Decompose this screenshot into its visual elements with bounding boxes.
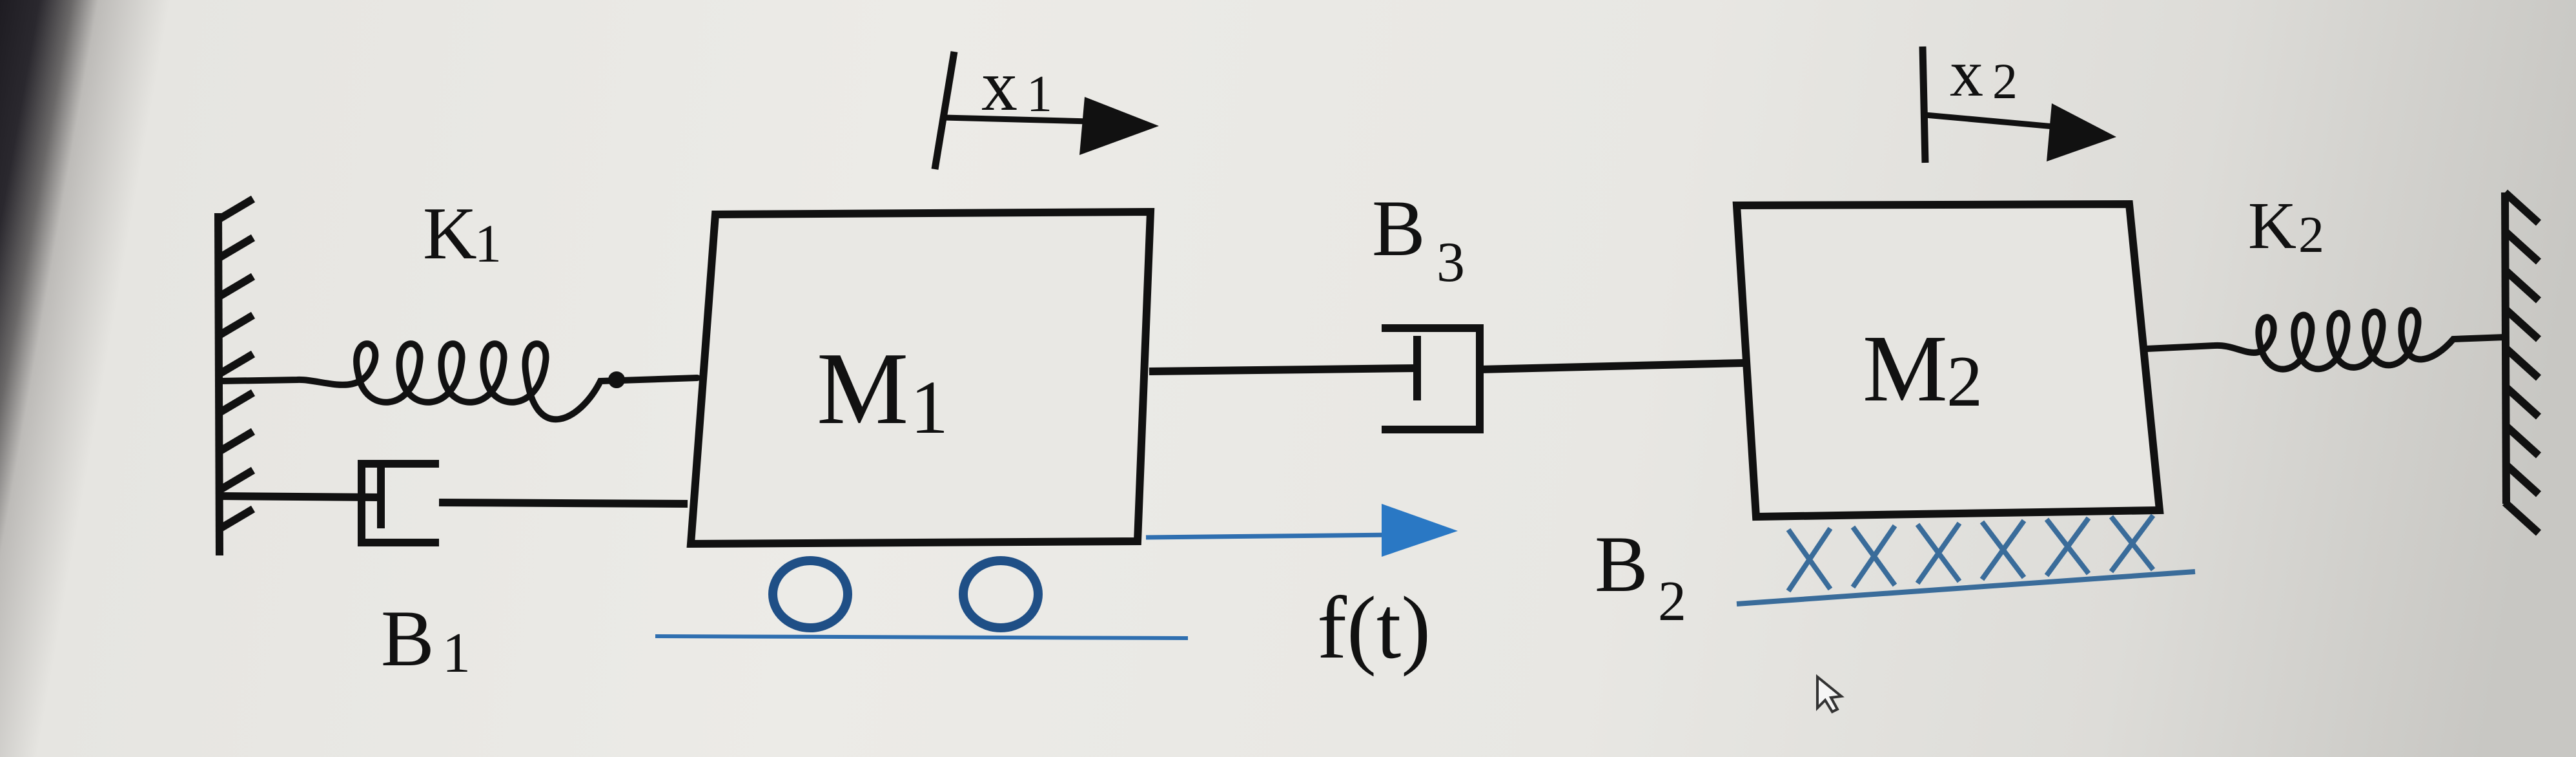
svg-text:1: 1	[475, 214, 502, 274]
svg-text:1: 1	[910, 365, 948, 450]
svg-text:K: K	[2248, 189, 2296, 263]
right-wall	[2501, 189, 2542, 536]
label-x1: x 1	[981, 46, 1052, 126]
label-x2: x 2	[1950, 36, 2018, 110]
damper-b3	[1149, 324, 1744, 433]
label-m1: M 1	[817, 331, 948, 450]
svg-text:B: B	[1372, 184, 1426, 273]
x2-arrow	[1919, 46, 2116, 163]
label-m2: M 2	[1863, 316, 1983, 422]
svg-text:1: 1	[1027, 66, 1052, 123]
svg-text:M: M	[1863, 316, 1948, 422]
svg-text:2: 2	[1992, 53, 2018, 109]
spring-k2	[2143, 307, 2508, 373]
svg-text:2: 2	[1947, 342, 1983, 422]
label-k2: K 2	[2248, 189, 2324, 264]
left-wall	[214, 195, 256, 556]
svg-text:2: 2	[2298, 207, 2324, 264]
label-b1: B 1	[381, 594, 471, 685]
x1-arrow	[931, 51, 1159, 170]
force-arrow	[1145, 504, 1458, 557]
mass-m1	[686, 207, 1155, 548]
svg-text:K: K	[423, 192, 477, 275]
svg-text:x: x	[981, 46, 1017, 126]
svg-text:2: 2	[1658, 570, 1686, 633]
svg-text:M: M	[817, 331, 908, 446]
label-b3: B 3	[1372, 184, 1465, 294]
damper-b1	[219, 460, 688, 546]
mouse-cursor-icon	[1816, 674, 1845, 714]
label-force: f(t)	[1317, 578, 1431, 677]
svg-text:1: 1	[442, 622, 471, 685]
wheels-m1	[768, 556, 1043, 632]
label-k1: K 1	[423, 192, 502, 275]
svg-text:3: 3	[1436, 231, 1465, 294]
svg-text:B: B	[381, 594, 434, 683]
label-b2: B 2	[1595, 520, 1686, 633]
spring-k1	[216, 340, 700, 423]
friction-b2	[1736, 513, 2196, 607]
ground-m1	[655, 634, 1189, 640]
svg-text:x: x	[1950, 36, 1983, 110]
svg-text:B: B	[1595, 520, 1648, 608]
mass-m2	[1732, 200, 2164, 521]
